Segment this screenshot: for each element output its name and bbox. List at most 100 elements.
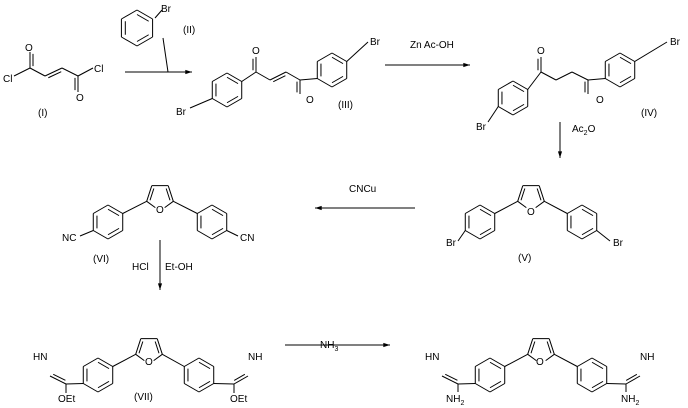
reagent-hcl: HCl [132, 262, 149, 273]
atom-br: Br [476, 122, 487, 133]
benzene-ring-bond [465, 204, 481, 214]
bond [555, 71, 573, 81]
atom-br: Br [446, 238, 457, 249]
benzene-ring-bond [331, 52, 347, 62]
atom-br: Br [161, 4, 172, 15]
benzene-ring-bond [226, 95, 239, 104]
atom-o: O [536, 357, 544, 368]
benzene-ring-bond [581, 204, 597, 214]
compound-VI: NC O CN (VI) [62, 205, 254, 265]
atom-o: O [537, 46, 545, 57]
furan-bond [164, 200, 174, 209]
furan-bond [167, 185, 174, 202]
benzene-ring-bond [512, 84, 525, 93]
bond [587, 78, 606, 81]
benzene-ring-bond [581, 227, 594, 236]
benzene-ring-bond [226, 76, 239, 85]
atom-nh: NH [640, 352, 654, 363]
bonds [13, 9, 668, 393]
benzene-ring-bond [479, 208, 492, 217]
benzene-ring-bond [107, 208, 120, 217]
bond [65, 383, 84, 385]
compound-V: Br O Br (V) [446, 207, 624, 264]
double-bond [269, 71, 287, 81]
benzene-ring-bond [107, 204, 123, 214]
benzene-ring-bond [619, 56, 632, 65]
furan-bond [156, 338, 163, 355]
bond [346, 41, 369, 62]
double-bond [273, 75, 286, 83]
arrow-head-icon [463, 62, 470, 68]
bond [112, 353, 136, 367]
compound-IV: Br O O Br (IV) [476, 37, 681, 133]
atom-br: Br [613, 238, 624, 249]
compound-label: (V) [518, 253, 531, 264]
reagent-nh3: NH3 [320, 340, 338, 353]
furan-bond [536, 188, 542, 201]
benzene-ring-bond [93, 230, 109, 240]
furan-bond [153, 353, 163, 362]
benzene-ring-bond [475, 357, 491, 367]
furan-bond [545, 353, 555, 362]
benzene-ring-bond [331, 56, 344, 65]
benzene-ring-bond [226, 98, 242, 108]
atom-oet: OEt [58, 394, 75, 405]
benzene-ring-bond [97, 357, 113, 367]
double-bond [233, 373, 246, 381]
furan-bond [149, 188, 155, 201]
bond [606, 383, 627, 385]
benzene-ring-bond [567, 230, 583, 240]
benzene-ring-bond [121, 9, 138, 20]
arrow-head-icon [557, 151, 563, 158]
benzene-ring-bond [83, 383, 99, 393]
benzene-ring-bond [317, 52, 333, 62]
furan-bond [527, 353, 537, 362]
arrow-head-icon [315, 205, 322, 211]
benzene-ring-bond [211, 204, 227, 214]
compound-VII: HN OEt O NH OEt (VII) [33, 352, 262, 405]
atom-o: O [527, 207, 535, 218]
benzene-ring-bond [83, 357, 99, 367]
bond [299, 78, 318, 81]
benzene-ring-bond [184, 383, 200, 393]
bond [61, 67, 79, 77]
furan-bond [517, 200, 527, 209]
benzene-ring-bond [581, 208, 594, 217]
compound-label: (I) [38, 108, 47, 119]
benzene-ring-bond [605, 78, 621, 88]
bond [79, 230, 94, 237]
benzene-ring-bond [591, 357, 607, 367]
double-bond [625, 373, 638, 381]
benzene-ring-bond [512, 80, 528, 90]
reagent-zn-acoh: Zn Ac-OH [410, 40, 454, 51]
double-bond [48, 71, 62, 79]
double-bond [441, 375, 459, 385]
furan-bond [527, 338, 534, 355]
bond [255, 71, 271, 81]
arrow-head-icon [383, 342, 390, 348]
benzene-ring-bond [212, 98, 228, 108]
arrow-head-icon [157, 283, 163, 290]
furan-bond [146, 200, 156, 209]
double-bond [49, 375, 67, 385]
double-bond [233, 375, 249, 385]
benzene-ring-bond [489, 380, 502, 389]
benzene-ring-bond [212, 72, 228, 82]
benzene-ring-bond [97, 380, 110, 389]
benzene-ring-bond [211, 208, 224, 217]
bond [162, 37, 169, 73]
atom-o: O [306, 95, 314, 106]
benzene-ring-bond [591, 383, 607, 393]
atom-hn: HN [33, 352, 47, 363]
bond [634, 41, 668, 62]
benzene-ring-bond [619, 78, 635, 88]
bond [457, 230, 466, 242]
benzene-ring-bond [512, 103, 525, 112]
double-bond [44, 67, 63, 77]
reagent-cncu: CNCu [349, 184, 376, 195]
benzene-ring-bond [198, 383, 214, 393]
benzene-ring-bond [184, 357, 200, 367]
bond [162, 353, 185, 367]
benzene-ring-bond [619, 52, 635, 62]
compound-label: (IV) [641, 108, 657, 119]
